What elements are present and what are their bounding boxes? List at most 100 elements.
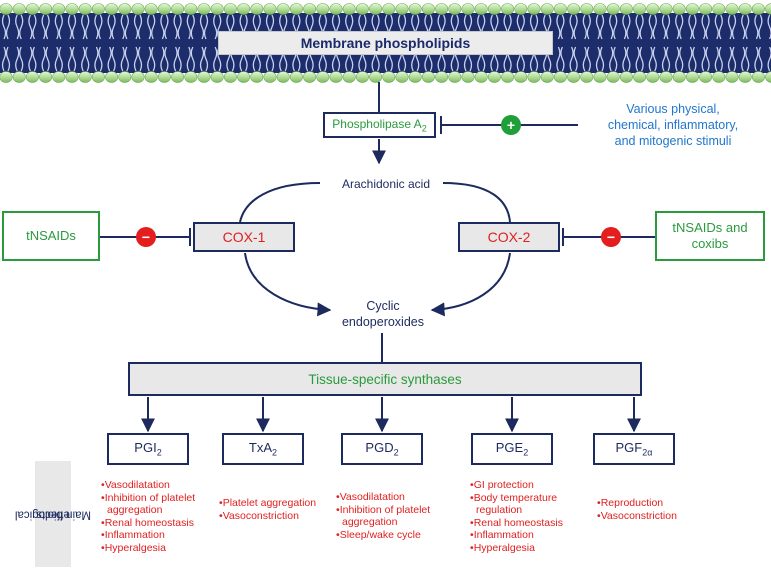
lipid-tail	[714, 14, 719, 40]
lipid-tail	[758, 14, 763, 40]
effect-item: Vasodilatation	[336, 491, 448, 504]
lipid-head	[567, 3, 581, 15]
lipid-tail	[609, 14, 614, 40]
tnsaids-label: tNSAIDs	[26, 228, 76, 243]
lipid-head	[527, 3, 541, 15]
phospholipase-label-sub: 2	[421, 123, 427, 134]
membrane-title-text: Membrane phospholipids	[300, 35, 471, 51]
arachidonic-to-cox1-curve	[239, 182, 321, 223]
lipid-head	[210, 71, 224, 83]
lipid-head	[646, 3, 660, 15]
lipid-tail	[701, 46, 706, 72]
lipid-tail	[94, 14, 99, 40]
lipid-head	[91, 3, 105, 15]
lipid-tail	[569, 14, 574, 40]
lipid-tail	[133, 14, 139, 40]
lipid-tail	[199, 46, 205, 72]
lipid-head	[580, 71, 594, 83]
lipid-head	[197, 3, 211, 15]
lipid-head	[91, 71, 105, 83]
lipid-tail	[573, 46, 578, 72]
tnsaids-coxibs-box: tNSAIDs and coxibs	[655, 211, 765, 261]
lipid-tail	[665, 46, 671, 72]
lipid-tail	[173, 14, 178, 40]
lipid-tail	[186, 14, 191, 40]
lipid-head	[527, 71, 541, 83]
effect-item: Vasodilatation	[101, 479, 211, 492]
lipid-tail	[213, 14, 218, 40]
lipid-head	[501, 71, 515, 83]
lipid-tail	[718, 46, 723, 72]
lipid-tail	[19, 14, 24, 40]
cox-1-label: COX-1	[222, 229, 266, 245]
lipid-head	[157, 3, 171, 15]
lipid-tail	[177, 46, 182, 72]
lipid-tail	[111, 14, 116, 40]
lipid-tail	[85, 46, 90, 72]
lipid-tail	[688, 46, 693, 72]
lipid-head	[435, 3, 449, 15]
lipid-tail	[586, 14, 591, 40]
lipid-tail	[626, 46, 631, 72]
lipid-tail	[133, 46, 139, 72]
lipid-head	[606, 3, 620, 15]
lipid-tail	[609, 46, 614, 72]
lipid-tail	[151, 14, 156, 40]
lipid-tail	[190, 46, 195, 72]
lipid-head	[157, 71, 171, 83]
lipid-tail	[164, 14, 169, 40]
lipid-tail	[199, 14, 205, 40]
lipid-head	[461, 71, 475, 83]
lipid-head	[12, 3, 26, 15]
lipid-tail	[71, 14, 77, 40]
lipid-head	[316, 3, 330, 15]
lipid-head	[144, 71, 158, 83]
lipid-head	[382, 71, 396, 83]
lipid-head	[210, 3, 224, 15]
lipid-head	[316, 71, 330, 83]
lipid-tail	[688, 14, 693, 40]
lipid-tail	[111, 46, 116, 72]
lipid-tail	[675, 14, 680, 40]
lipid-tail	[665, 14, 671, 40]
arachidonic-acid-label: Arachidonic acid	[341, 177, 431, 191]
lipid-head	[131, 71, 145, 83]
arachidonic-to-cox2-curve	[442, 182, 511, 223]
effect-item: Inhibition of platelet aggregation	[101, 492, 211, 517]
lipid-tail	[741, 14, 746, 40]
lipid-head	[171, 3, 185, 15]
lipid-tail	[32, 14, 37, 40]
lipid-head	[461, 3, 475, 15]
effect-item: Vasoconstriction	[219, 510, 337, 523]
lipid-tail	[137, 46, 143, 72]
lipid-head	[355, 3, 369, 15]
lipid-tail	[754, 14, 759, 40]
membrane-phospholipids-label: Membrane phospholipids	[218, 31, 553, 55]
lipid-head	[659, 3, 673, 15]
lipid-head	[118, 3, 132, 15]
lipid-head	[303, 71, 317, 83]
lipid-tail	[648, 46, 653, 72]
lipid-head	[237, 3, 251, 15]
cox2-to-endoperoxides-curve	[430, 252, 511, 317]
lipid-tail	[67, 46, 73, 72]
lipid-head	[725, 71, 739, 83]
lipid-tail	[164, 46, 169, 72]
lipid-head	[619, 71, 633, 83]
effect-item: Platelet aggregation	[219, 497, 337, 510]
tnsaids-coxibs-line: coxibs	[691, 236, 729, 251]
lipid-tail	[582, 46, 587, 72]
lipid-head	[421, 3, 435, 15]
product-sub: 2	[156, 447, 162, 458]
lipid-tail	[573, 14, 578, 40]
lipid-tail	[595, 14, 601, 40]
lipid-tail	[652, 14, 657, 40]
lipid-head	[78, 3, 92, 15]
lipid-tail	[675, 46, 680, 72]
lipid-tail	[754, 46, 759, 72]
tnsaids-box: tNSAIDs	[2, 211, 100, 261]
lipid-head	[435, 71, 449, 83]
product-sub: 2	[523, 447, 529, 458]
lipid-tail	[639, 14, 644, 40]
lipid-tail	[203, 46, 209, 72]
